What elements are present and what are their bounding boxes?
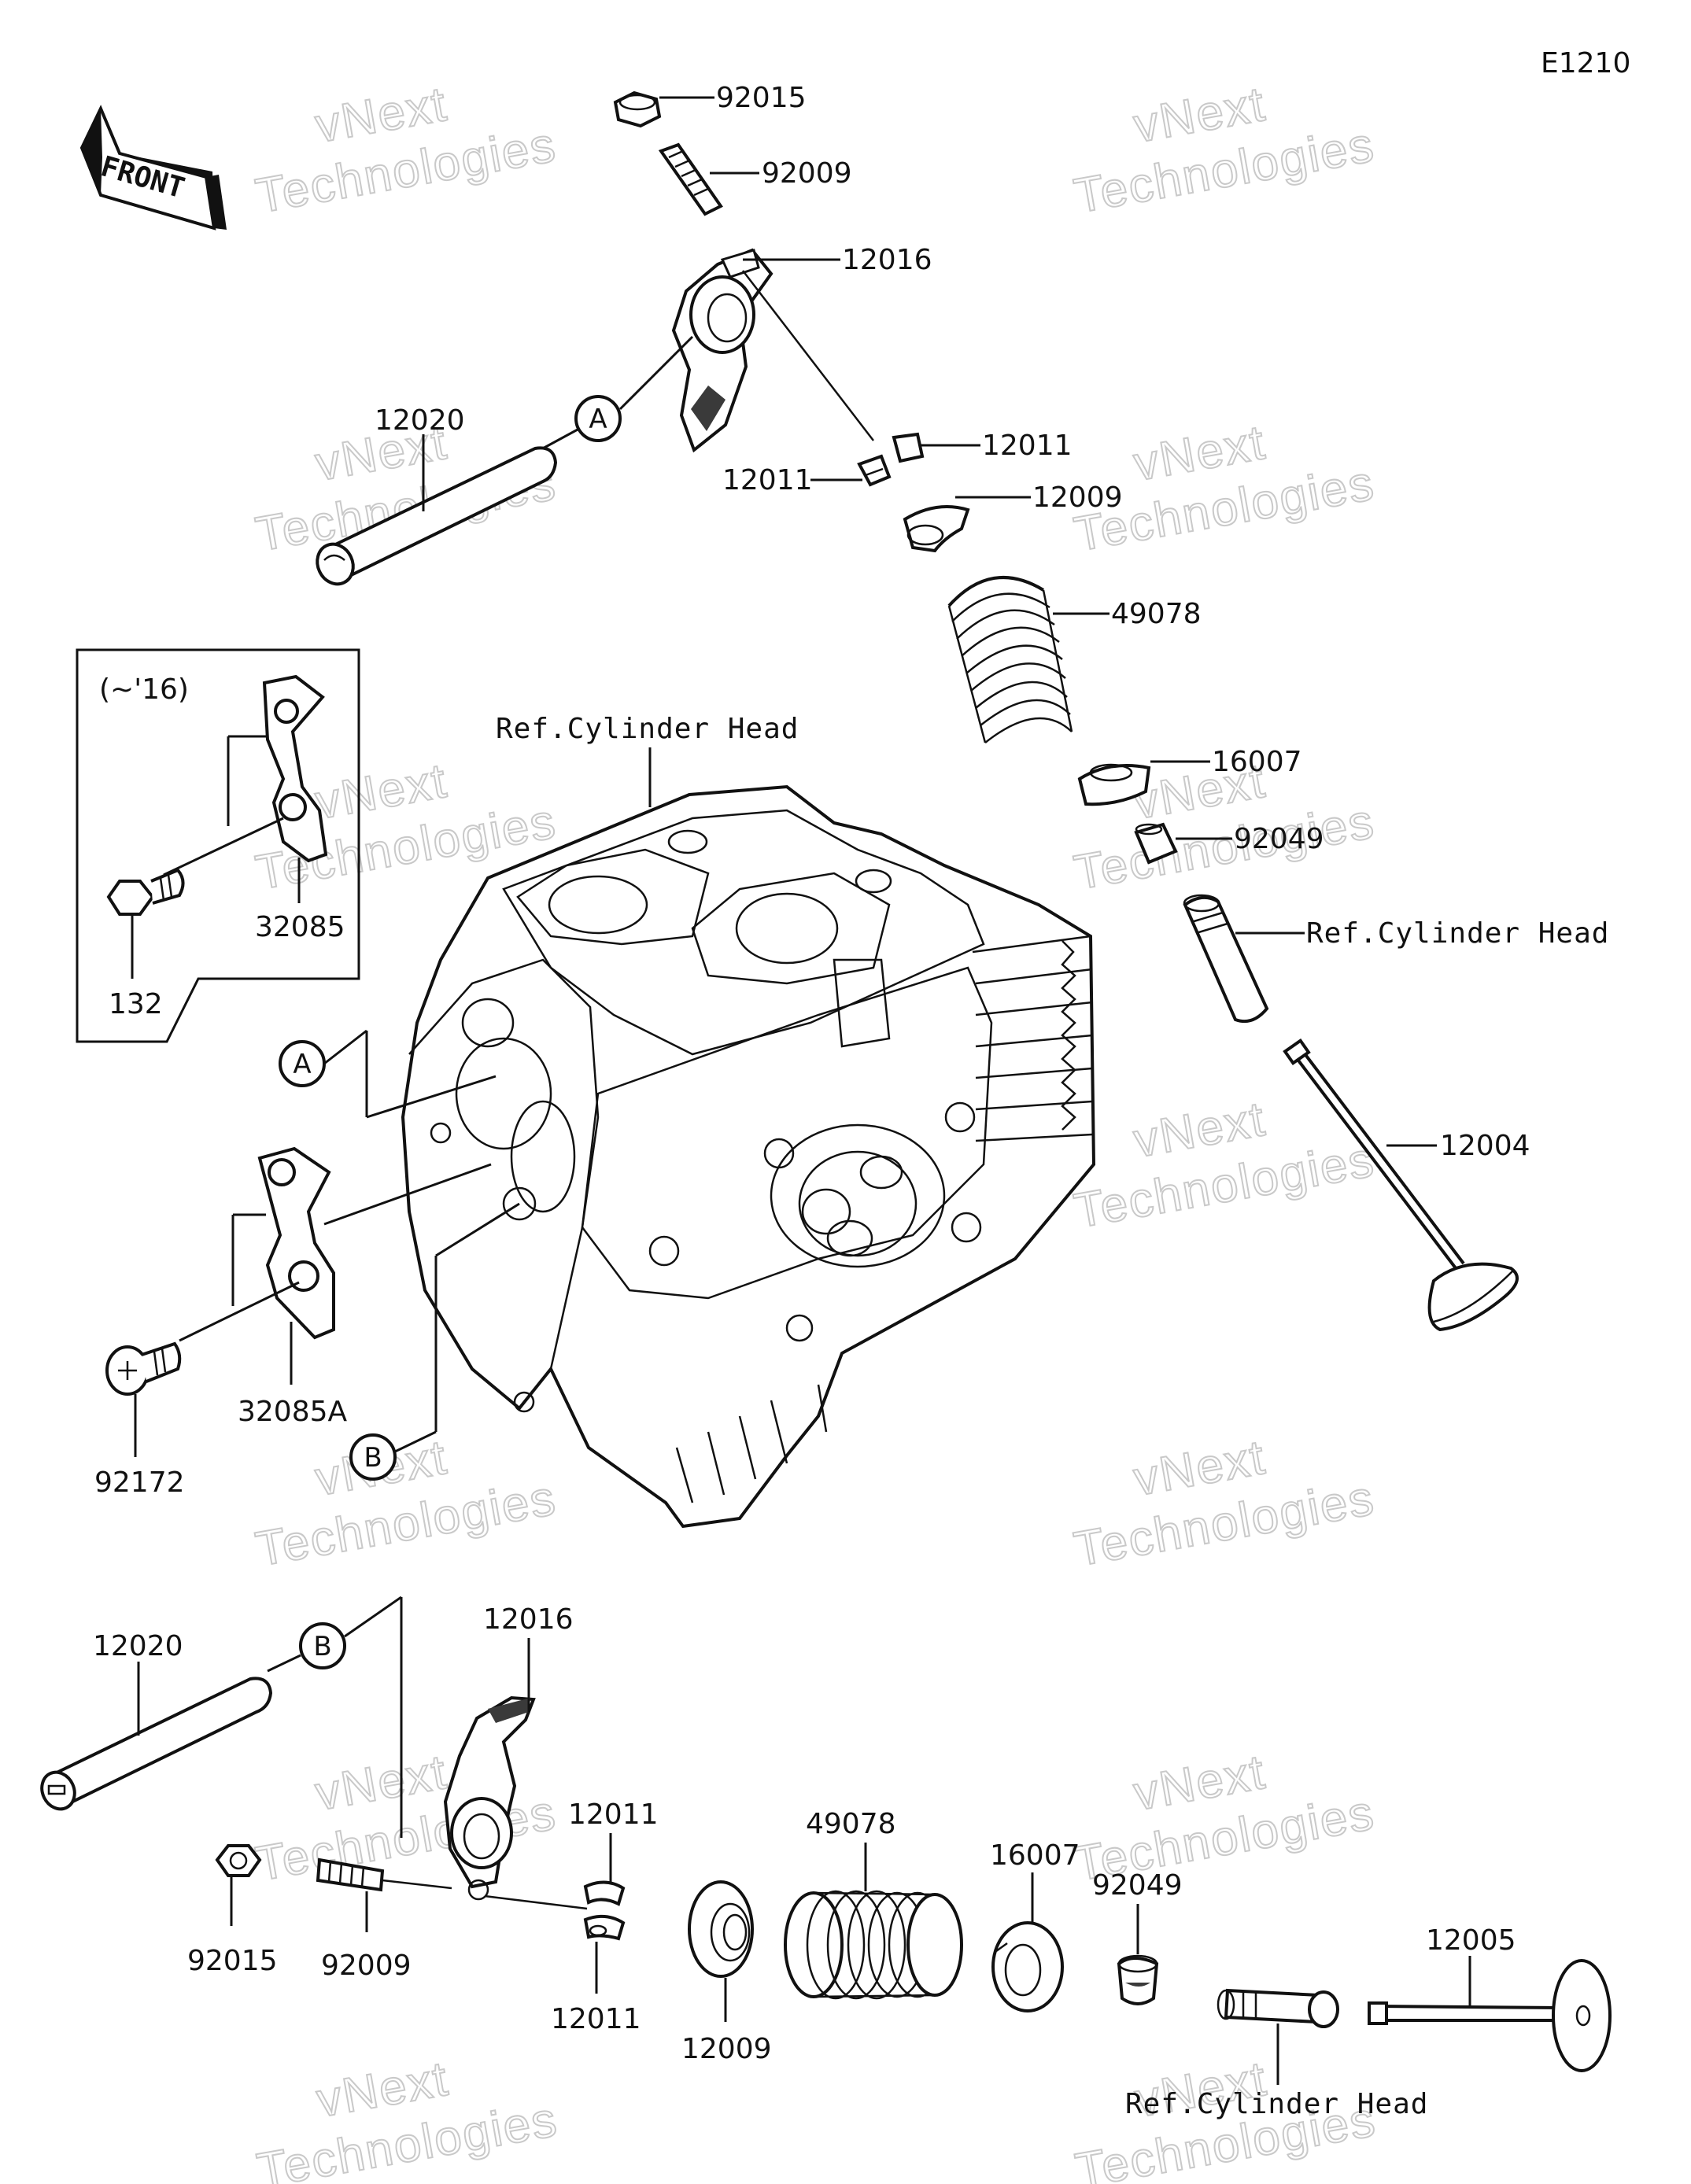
valve-guide-icon bbox=[1183, 894, 1269, 1024]
callout-b-letter: B bbox=[364, 1442, 382, 1474]
callout-a-letter: A bbox=[589, 404, 607, 435]
valve-spring-icon bbox=[947, 576, 1073, 743]
valve-icon bbox=[1283, 1038, 1519, 1332]
label-bottom-seal: 92049 bbox=[1092, 1869, 1183, 1902]
label-ref-cylinder-head-main: Ref.Cylinder Head bbox=[496, 713, 799, 745]
label-bottom-valve: 12005 bbox=[1426, 1924, 1516, 1957]
label-top-rocker-shaft: 12020 bbox=[375, 404, 465, 437]
label-top-rocker-arm: 12016 bbox=[842, 244, 932, 276]
spring-seat-icon bbox=[1077, 763, 1151, 806]
rocker-shaft-icon bbox=[316, 446, 558, 586]
label-middle-plate: 32085A bbox=[238, 1396, 348, 1428]
label-top-cotter-left: 12011 bbox=[722, 464, 813, 496]
valve-spring-icon bbox=[784, 1890, 963, 2000]
bottom-valve-group: 12020 B 12016 12011 12011 bbox=[40, 1596, 1612, 2120]
spring-retainer-icon bbox=[688, 1880, 754, 1978]
rocker-arm-icon bbox=[443, 1695, 536, 1901]
cylinder-head-icon: Ref.Cylinder Head bbox=[401, 713, 1096, 1529]
label-top-nut: 92015 bbox=[716, 82, 807, 114]
label-bottom-spring: 49078 bbox=[806, 1808, 896, 1840]
callout-a-letter: A bbox=[293, 1049, 311, 1080]
spring-seat-icon bbox=[991, 1921, 1064, 2012]
spring-retainer-icon bbox=[903, 505, 970, 553]
label-ref-cylinder-head-bottom: Ref.Cylinder Head bbox=[1125, 2088, 1428, 2120]
cotter-icon bbox=[583, 1914, 626, 1941]
valve-seal-icon bbox=[1134, 822, 1178, 865]
label-top-seal: 92049 bbox=[1234, 823, 1324, 855]
valve-seal-icon bbox=[1117, 1954, 1159, 2005]
adjust-screw-icon bbox=[658, 142, 723, 216]
cotter-icon bbox=[857, 454, 892, 487]
diagram-code: E1210 bbox=[1541, 47, 1630, 79]
callout-b bbox=[349, 1433, 397, 1481]
inset-period-label: (~'16) bbox=[99, 673, 189, 706]
label-bottom-spring-seat: 16007 bbox=[990, 1839, 1080, 1872]
label-bottom-rocker-arm: 12016 bbox=[483, 1603, 574, 1636]
top-valve-group: 92015 92009 12016 A bbox=[316, 82, 1609, 1332]
rocker-shaft-icon bbox=[40, 1677, 273, 1811]
label-top-spring-seat: 16007 bbox=[1212, 746, 1302, 778]
callout-b bbox=[299, 1622, 346, 1669]
label-ref-cylinder-head-right: Ref.Cylinder Head bbox=[1306, 917, 1609, 950]
valve-guide-icon bbox=[1217, 1988, 1339, 2028]
callout-a bbox=[574, 395, 622, 442]
cam-plate-icon bbox=[257, 1146, 335, 1340]
label-middle-screw: 92172 bbox=[94, 1466, 185, 1499]
callout-b-letter: B bbox=[313, 1631, 331, 1662]
middle-left-group: A 32085A 92172 B bbox=[94, 1029, 520, 1499]
label-inset-plate: 32085 bbox=[255, 911, 345, 943]
nut-icon bbox=[215, 1844, 262, 1877]
label-top-screw: 92009 bbox=[762, 157, 852, 190]
label-top-retainer: 12009 bbox=[1032, 481, 1123, 514]
label-bottom-rocker-shaft: 12020 bbox=[93, 1630, 183, 1662]
label-top-valve: 12004 bbox=[1440, 1130, 1530, 1162]
rocker-arm-icon bbox=[671, 248, 774, 453]
front-arrow-icon: FRONT bbox=[79, 105, 227, 231]
cotter-icon bbox=[583, 1880, 626, 1906]
label-bottom-cotter-bottom: 12011 bbox=[551, 2003, 641, 2035]
countersunk-screw-icon bbox=[105, 1341, 182, 1396]
nut-icon bbox=[613, 90, 662, 128]
valve-icon bbox=[1368, 1959, 1612, 2072]
label-top-spring: 49078 bbox=[1111, 598, 1202, 630]
inset-box: (~'16) 32085 132 bbox=[76, 648, 360, 1043]
label-bottom-nut: 92015 bbox=[187, 1945, 278, 1977]
label-bottom-retainer: 12009 bbox=[681, 2033, 772, 2065]
bolt-icon bbox=[106, 868, 185, 916]
cotter-icon bbox=[892, 432, 925, 463]
label-top-cotter-right: 12011 bbox=[982, 430, 1073, 462]
bracket-plate-icon bbox=[262, 674, 328, 863]
label-inset-bolt: 132 bbox=[109, 988, 163, 1020]
adjust-screw-icon bbox=[316, 1858, 385, 1892]
label-bottom-screw: 92009 bbox=[321, 1950, 412, 1982]
label-bottom-cotter-top: 12011 bbox=[568, 1798, 659, 1831]
